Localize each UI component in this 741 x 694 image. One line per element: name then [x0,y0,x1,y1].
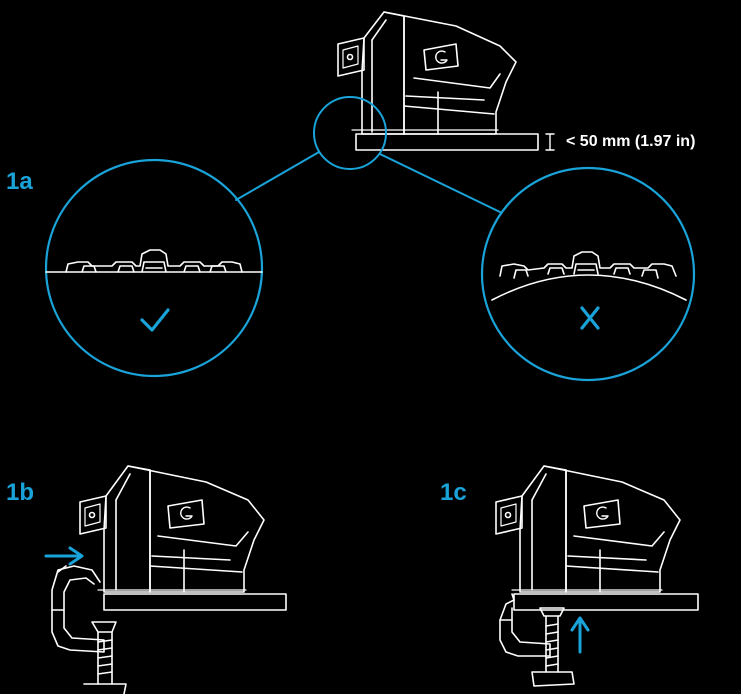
device-1c [495,465,699,687]
zoom-source-circle [313,96,387,170]
zoom-circle-incorrect [480,166,696,382]
logitech-g-icon [435,50,448,64]
thickness-limit-label: < 50 mm (1.97 in) [566,133,696,150]
clamp [51,565,105,653]
step-label-1c: 1c [440,479,467,506]
device-top [337,11,555,151]
device-1b [44,465,287,694]
logitech-g-icon [180,506,193,520]
arrow-right-icon [44,546,84,566]
logitech-g-icon [596,506,609,520]
step-label-1b: 1b [6,479,35,506]
arrow-up-icon [570,616,590,654]
step-label-1a: 1a [6,168,33,195]
x-icon [580,306,600,330]
clamp [499,593,551,657]
zoom-circle-correct [44,158,264,378]
check-icon [140,308,170,332]
